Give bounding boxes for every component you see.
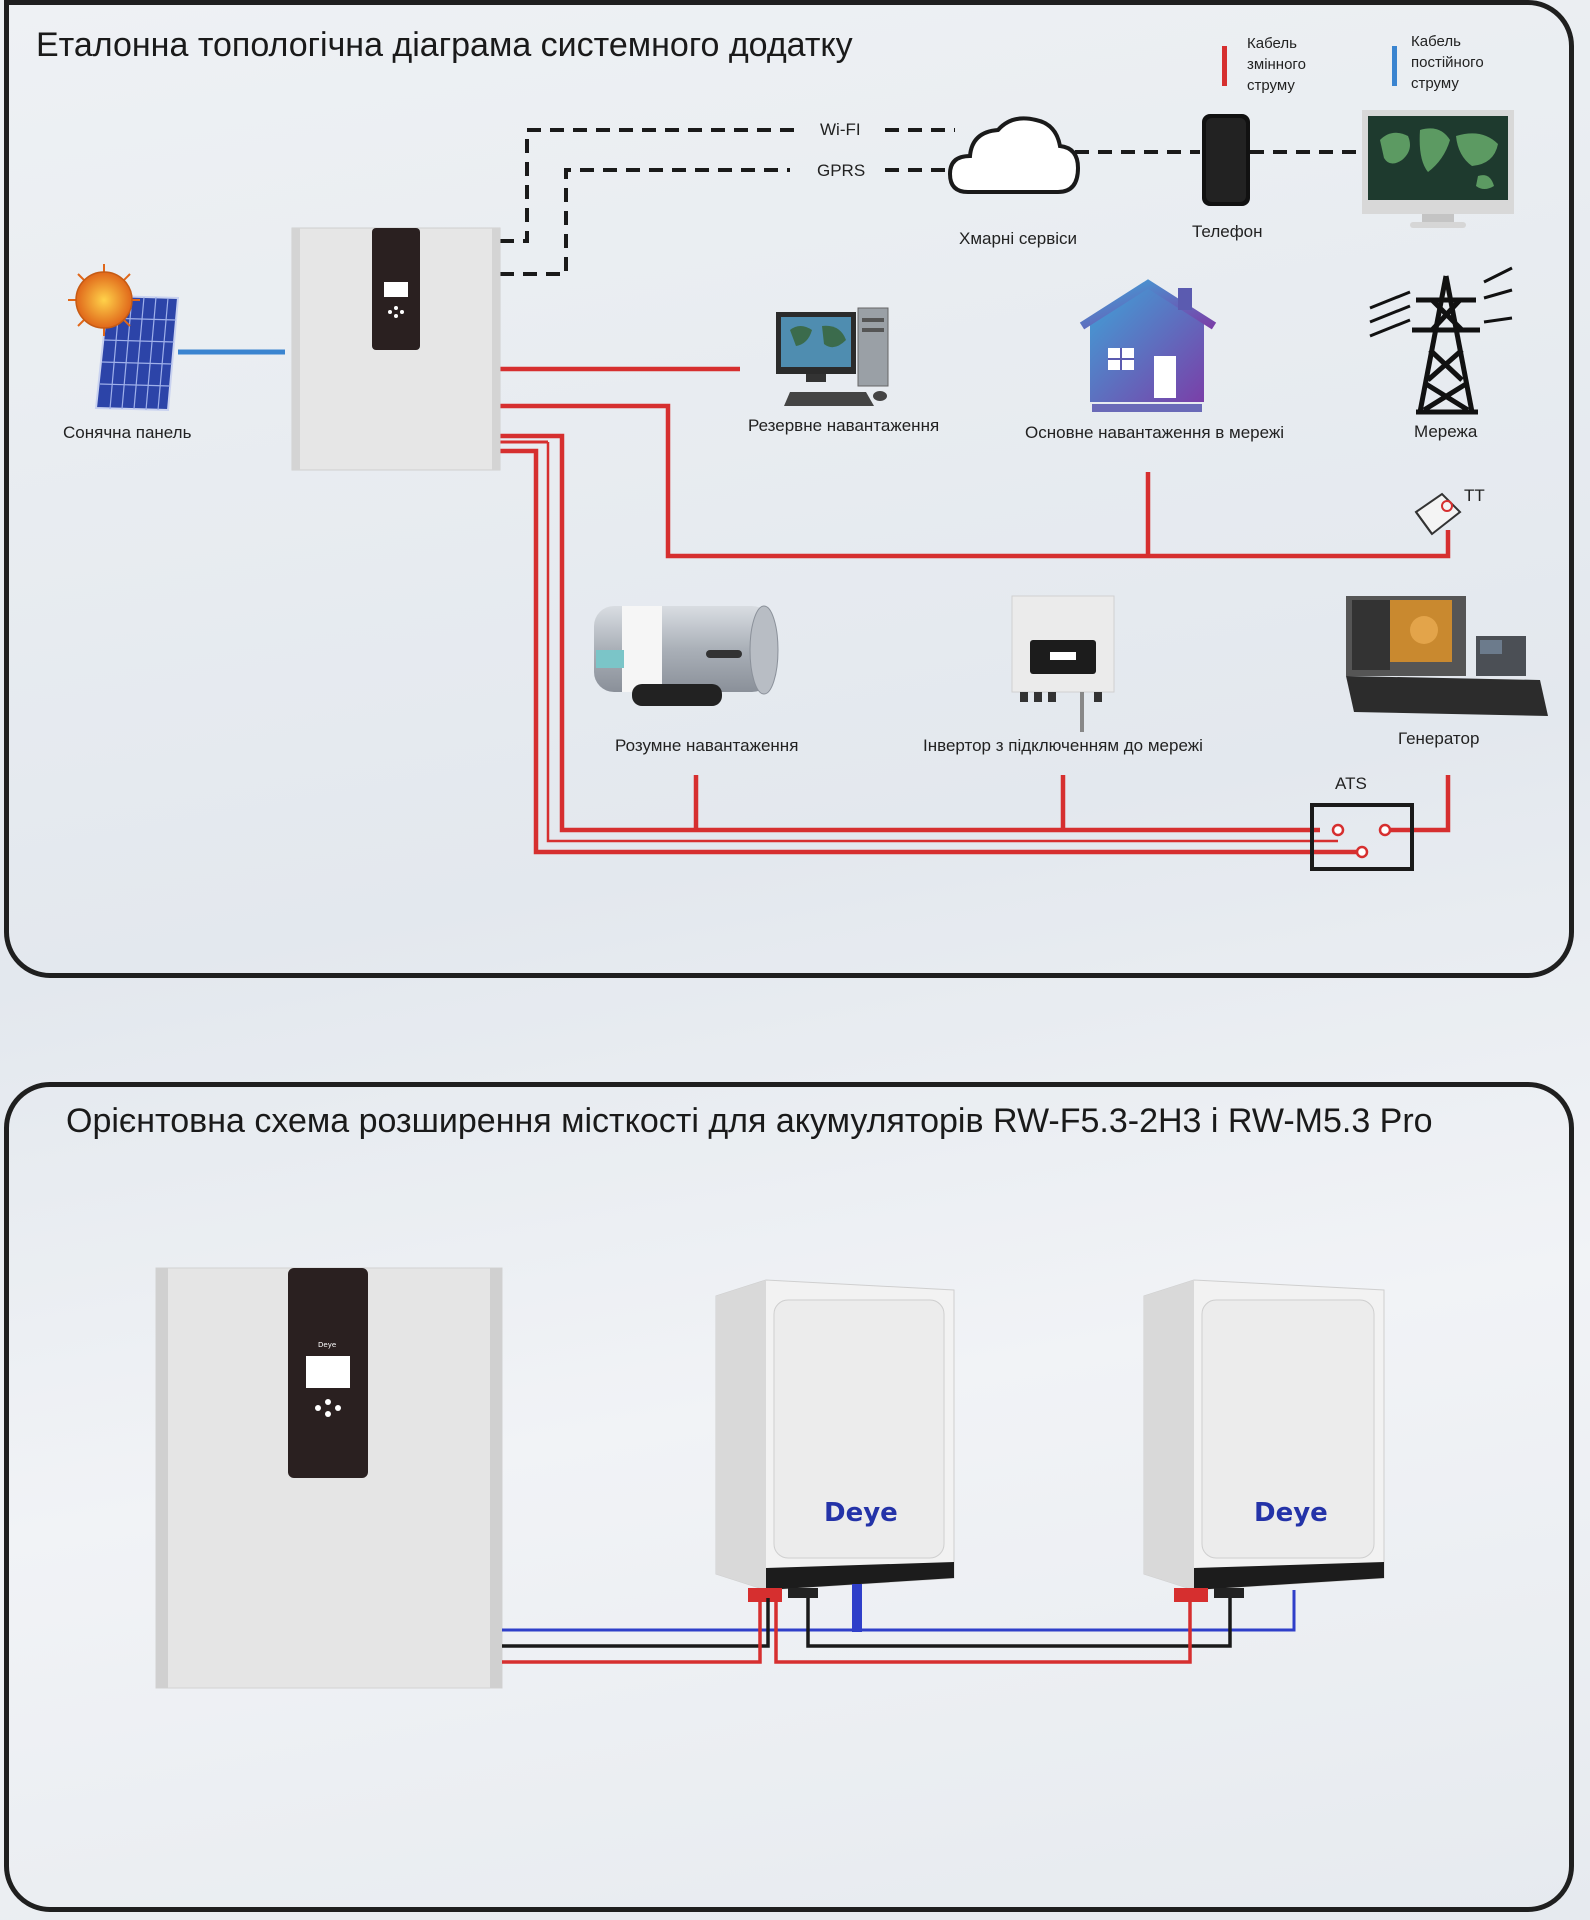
ac-legend-line3: струму [1247,77,1295,94]
capacity-title: Орієнтовна схема розширення місткості дл… [66,1102,1433,1140]
dc-legend-line2: постійного [1411,54,1484,71]
battery-2-icon [1143,1279,1385,1602]
wifi-line [500,128,795,243]
ac-legend-line2: змінного [1247,56,1306,73]
backup-load-label: Резервне навантаження [748,416,940,435]
ac-legend-swatch [1222,46,1227,86]
battery-1-icon [715,1279,955,1632]
ac-lines [500,366,1451,855]
grid-ac-line [500,403,1451,559]
cloud-icon [947,116,1081,194]
topology-panel [4,0,1574,978]
capacity-panel [4,1082,1574,1912]
dc-legend-label: Кабель постійного струму [1411,31,1521,94]
main-load-label: Основне навантаження в мережі [1025,423,1285,442]
generator-icon [1346,596,1548,716]
ct-label: TT [1464,486,1485,505]
gprs-label: GPRS [817,161,866,180]
solar-label: Сонячна панель [63,423,192,442]
generator-label: Генератор [1398,729,1480,748]
solar-panel-icon [68,264,180,412]
monitor-icon [1362,110,1514,228]
dc-legend-line1: Кабель [1411,33,1461,50]
backup-load-icon [776,307,889,406]
ct-sensor-icon [1414,492,1462,536]
ats-inner-thin [546,442,1338,843]
ac-legend-line1: Кабель [1247,35,1297,52]
cloud-label: Хмарні сервіси [959,229,1078,248]
dc-pos-cable [502,1600,762,1664]
ac-legend-label: Кабель змінного струму [1247,33,1347,96]
bottom-cables [502,1590,1296,1664]
dc-legend-swatch [1392,46,1397,86]
house-icon [1079,279,1217,412]
battery-2-brand-logo: Deye [1254,1498,1328,1528]
grid-inverter-label: Інвертор з підключенням до мережі [923,736,1203,755]
dc-neg-cable-2 [806,1598,1232,1648]
grid-label: Мережа [1414,422,1478,441]
ats-in-line [500,448,1362,855]
hybrid-inverter-icon [291,227,501,471]
comm-cable [502,1590,860,1632]
grid-inverter-icon [1011,595,1115,732]
dc-pos-cable-2 [774,1600,1192,1664]
bottom-inverter-icon [155,1267,503,1689]
grid-tower-icon [1369,266,1513,415]
battery-1-brand-logo: Deye [824,1498,898,1528]
comm-cable-2 [862,1590,1296,1632]
gprs-line [500,168,790,276]
phone-icon [1202,114,1250,206]
dc-neg-cable [502,1598,770,1648]
water-heater-icon [594,605,779,706]
phone-label: Телефон [1192,222,1263,241]
ats-box [1310,803,1414,871]
topology-title: Еталонна топологічна діаграма системного… [36,26,853,64]
comm-lines [500,128,1360,276]
ats-label: ATS [1335,774,1367,793]
wifi-label: Wi-FI [820,120,861,139]
inverter-brand-logo: Deye [318,1341,337,1349]
generator-drop [1385,775,1451,833]
smart-load-label: Розумне навантаження [615,736,799,755]
dc-legend-line3: струму [1411,75,1459,92]
gen-bus-line [500,433,1320,833]
